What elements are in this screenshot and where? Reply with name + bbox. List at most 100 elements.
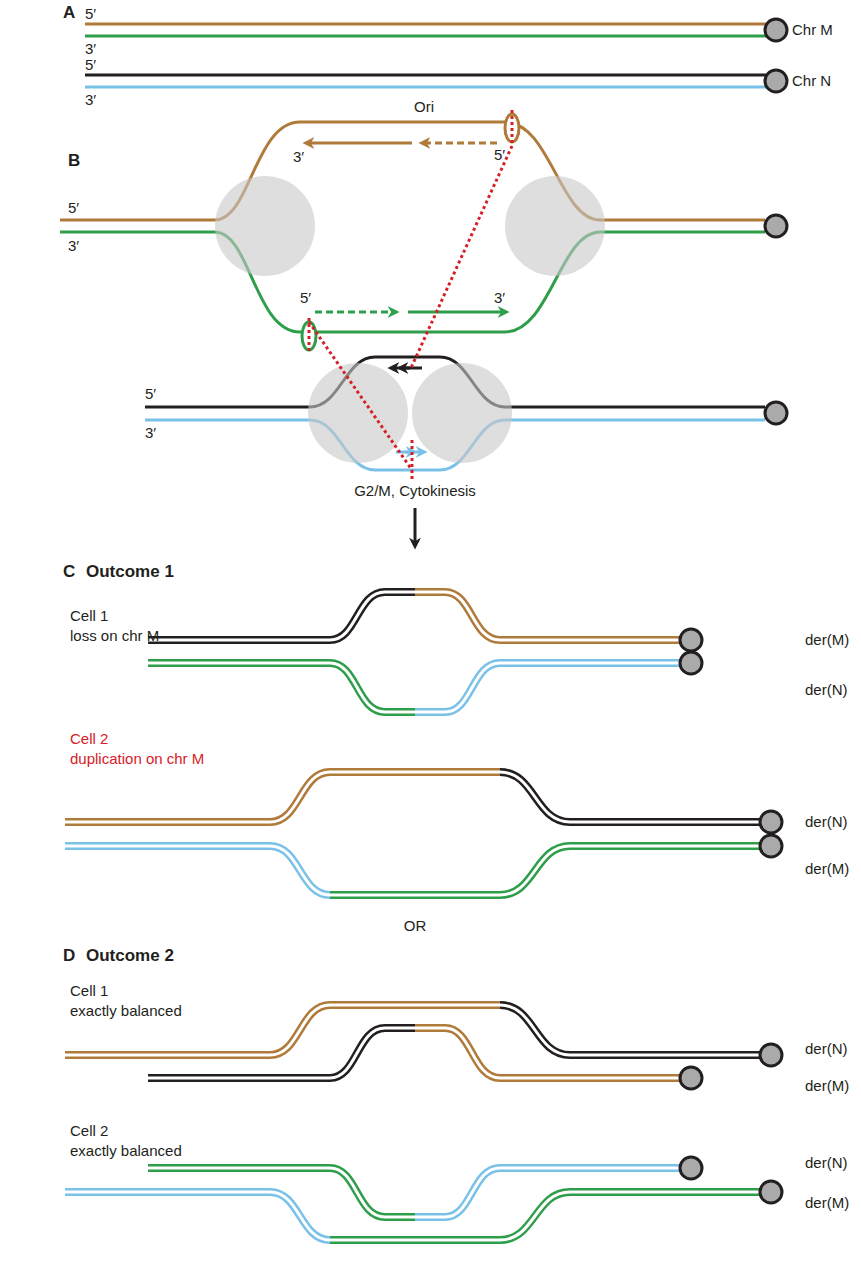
chromatid-cores bbox=[65, 592, 760, 1240]
nascent-arrow bbox=[422, 142, 497, 145]
centromere bbox=[765, 70, 787, 92]
centromere bbox=[765, 19, 787, 41]
panel-letter: C bbox=[63, 563, 75, 581]
chromatid-brown bbox=[415, 592, 680, 640]
chromatid-blue bbox=[65, 846, 330, 895]
template-switch bbox=[309, 322, 412, 470]
centromeres bbox=[680, 629, 782, 1203]
centromere bbox=[680, 629, 702, 651]
strand-end: 5′ bbox=[494, 146, 505, 164]
panel-a-strands bbox=[85, 24, 766, 87]
chromatid-green bbox=[330, 846, 760, 895]
strand-blue bbox=[85, 86, 766, 89]
strand-end: 5′ bbox=[68, 199, 79, 217]
centromere bbox=[765, 402, 787, 424]
strand-end: 3′ bbox=[85, 40, 96, 58]
centromere bbox=[760, 1044, 782, 1066]
chromatid-green bbox=[148, 663, 415, 712]
strand-brown bbox=[60, 122, 765, 220]
chromosome-name: Chr N bbox=[792, 72, 831, 90]
chromatid-core bbox=[148, 1028, 415, 1078]
derivative-label: der(M) bbox=[805, 631, 849, 649]
centromere bbox=[765, 215, 787, 237]
cell-label: Cell 1 bbox=[70, 982, 108, 1000]
chromatid-core bbox=[415, 663, 680, 712]
origin-label: Ori bbox=[414, 98, 434, 116]
outcome-title: Outcome 2 bbox=[86, 947, 174, 965]
chromatid-core bbox=[330, 1192, 760, 1240]
chromatid-core bbox=[415, 592, 680, 640]
nascent-arrow bbox=[306, 142, 412, 145]
chromatid-blue bbox=[415, 663, 680, 712]
replisome bbox=[505, 176, 605, 276]
derivative-label: der(N) bbox=[805, 1154, 848, 1172]
derivative-label: der(N) bbox=[805, 813, 848, 831]
cell-label: Cell 2 bbox=[70, 730, 108, 748]
alternative-label: OR bbox=[404, 917, 427, 935]
replisome bbox=[308, 363, 408, 463]
cell-note: loss on chr M bbox=[70, 627, 159, 645]
strand-black bbox=[85, 74, 766, 77]
nascent-arrow bbox=[405, 451, 424, 454]
derivative-label: der(N) bbox=[805, 1040, 848, 1058]
stage-label: G2/M, Cytokinesis bbox=[354, 482, 476, 500]
panel-letter: A bbox=[63, 4, 75, 22]
chromatid-core bbox=[500, 1005, 760, 1055]
panel-b-strands bbox=[60, 122, 765, 470]
strand-green bbox=[85, 35, 766, 38]
chromatid-brown bbox=[415, 1028, 680, 1078]
strand-end: 5′ bbox=[85, 56, 96, 74]
centromere bbox=[760, 835, 782, 857]
strand-end: 3′ bbox=[293, 148, 304, 166]
nascent-arrow bbox=[408, 311, 506, 314]
chromatid-black bbox=[148, 592, 415, 640]
strand-end: 3′ bbox=[494, 289, 505, 307]
centromere bbox=[760, 1181, 782, 1203]
template-switches bbox=[309, 110, 512, 480]
cell-label: Cell 2 bbox=[70, 1122, 108, 1140]
strand-brown bbox=[85, 23, 766, 26]
chromatid-outlines bbox=[65, 592, 760, 1240]
panel-letter: D bbox=[63, 947, 75, 965]
cell-note: duplication on chr M bbox=[70, 750, 204, 768]
progression-arrow bbox=[414, 508, 417, 546]
derivative-label: der(M) bbox=[805, 1194, 849, 1212]
outcome-title: Outcome 1 bbox=[86, 563, 174, 581]
nascent-arrow bbox=[315, 311, 396, 314]
centromere bbox=[680, 652, 702, 674]
strand-end: 3′ bbox=[145, 424, 156, 442]
chromatid-core bbox=[65, 1192, 330, 1240]
chromatid-core bbox=[415, 1028, 680, 1078]
break-mark bbox=[411, 440, 414, 480]
chromosome-name: Chr M bbox=[792, 21, 833, 39]
derivative-label: der(M) bbox=[805, 1077, 849, 1095]
chromatid-core bbox=[500, 772, 760, 822]
strand-end: 3′ bbox=[85, 91, 96, 109]
chromatid-brown bbox=[65, 772, 500, 822]
replisomes bbox=[215, 176, 605, 463]
chromatid-core bbox=[330, 846, 760, 895]
strand-green bbox=[60, 232, 765, 332]
chromatid-core bbox=[65, 772, 500, 822]
centromere bbox=[760, 811, 782, 833]
chromatid-core bbox=[148, 663, 415, 712]
cell-note: exactly balanced bbox=[70, 1142, 182, 1160]
centromere bbox=[680, 1067, 702, 1089]
strand-end: 5′ bbox=[85, 5, 96, 23]
chromatid-core bbox=[65, 846, 330, 895]
cell-label: Cell 1 bbox=[70, 607, 108, 625]
replisome bbox=[412, 363, 512, 463]
chromatid-core bbox=[148, 592, 415, 640]
strand-end: 5′ bbox=[300, 289, 311, 307]
cell-note: exactly balanced bbox=[70, 1002, 182, 1020]
nascent-strands bbox=[306, 143, 506, 452]
panel-letter: B bbox=[68, 152, 80, 170]
replisome bbox=[215, 176, 315, 276]
strand-end: 5′ bbox=[145, 385, 156, 403]
strand-end: 3′ bbox=[68, 237, 79, 255]
chromatid-blue bbox=[65, 1192, 330, 1240]
break-mark bbox=[511, 110, 514, 146]
centromere bbox=[680, 1157, 702, 1179]
derivative-label: der(M) bbox=[805, 860, 849, 878]
